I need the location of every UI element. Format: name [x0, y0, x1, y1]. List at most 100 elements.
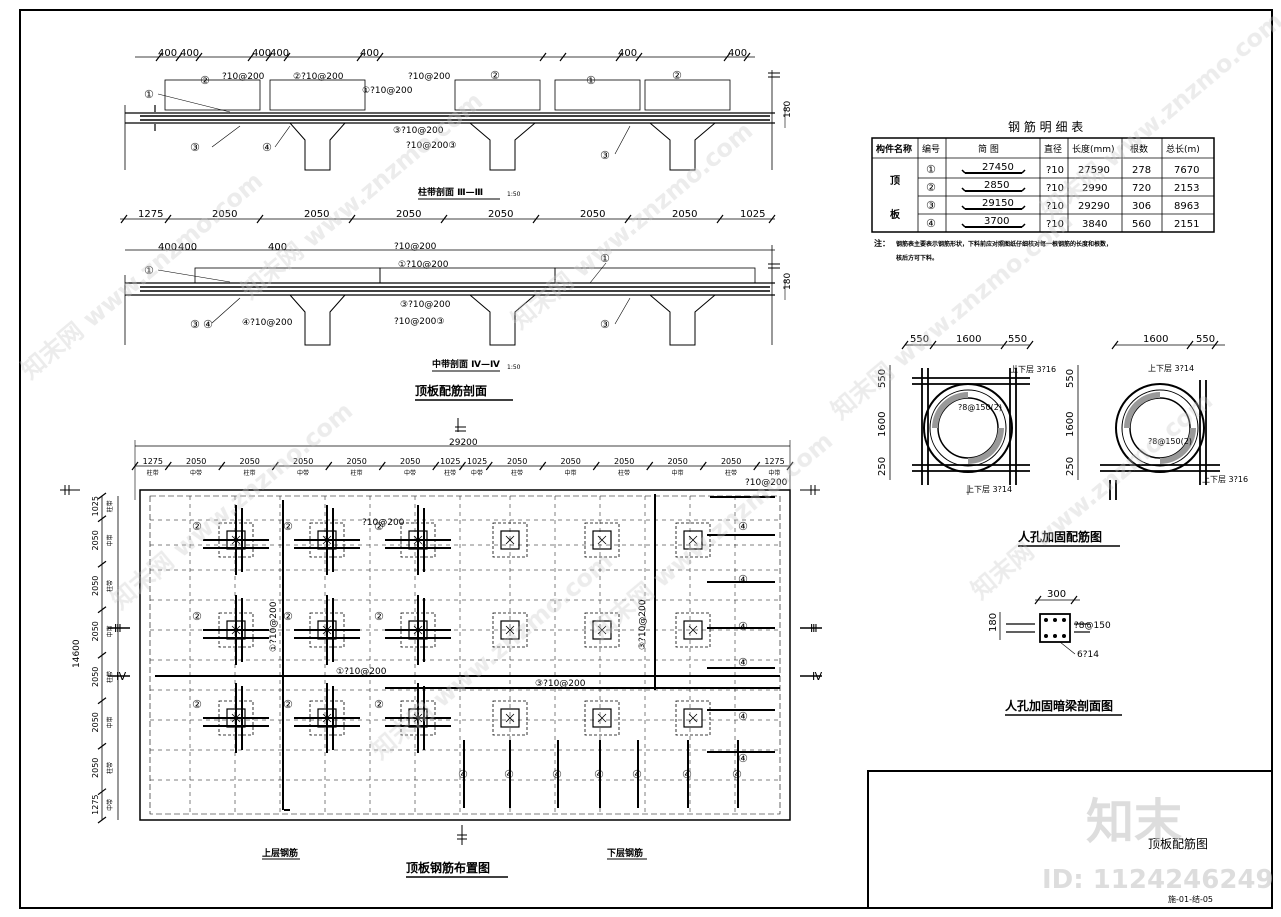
svg-text:?10: ?10 [1046, 219, 1064, 230]
dim-400: 400 [268, 242, 287, 253]
svg-text:278: 278 [1132, 165, 1151, 176]
bar-mark: ② [283, 698, 293, 711]
bar-label: ① [144, 88, 154, 101]
column-capital [675, 612, 711, 648]
section-iii: 400 400 400 400 400 400 400 ① ② ?10@200 … [124, 48, 793, 200]
section-title: 柱带剖面 Ⅲ—Ⅲ [418, 186, 483, 198]
rebar-note: ?8@150(2) [958, 403, 1002, 412]
bar-label: ① [144, 264, 154, 277]
col-header: 直径 [1044, 143, 1062, 155]
svg-text:?10: ?10 [1046, 201, 1064, 212]
watermark-id: ID: 1124246249 [1042, 865, 1274, 895]
bar-label: ?10@200③ [406, 141, 456, 151]
side-span-dim: 2050 [91, 667, 100, 687]
dim-400-d: 400 [270, 48, 289, 59]
strip-label: 柱带 [147, 469, 159, 477]
dim: 1600 [1065, 412, 1076, 437]
strip-label: 中带 [106, 716, 114, 728]
table-row: ① 27450 ?10 27590 278 7670 [926, 162, 1199, 176]
column-capital [675, 522, 711, 558]
span-dim: 2050 [396, 209, 421, 220]
column-capital [492, 522, 528, 558]
table-row: ③ 29150 ?10 29290 306 8963 [926, 198, 1199, 212]
bar-label: ③?10@200 [393, 126, 444, 136]
bar-mark: ④ [738, 752, 748, 765]
dim: 250 [1065, 457, 1076, 476]
rebar-note: 上下层 3?14 [1148, 364, 1194, 373]
bar-mark: ② [192, 610, 202, 623]
beam-height: 180 [988, 613, 999, 632]
svg-text:720: 720 [1132, 183, 1151, 194]
manhole-caption: 人孔加固配筋图 [1018, 529, 1102, 544]
dim-400: 400 [158, 242, 177, 253]
slab-thickness: 180 [783, 101, 793, 118]
span-dim: 2050 [721, 457, 741, 466]
span-dim: 1275 [764, 457, 784, 466]
span-dim: 2050 [672, 209, 697, 220]
bar-label: ① [586, 74, 596, 87]
cut-label: Ⅳ [812, 670, 823, 683]
bar-label: ④ [262, 141, 272, 154]
drawing-frame [19, 9, 1273, 909]
svg-text:②: ② [192, 698, 202, 711]
svg-text:3700: 3700 [984, 216, 1009, 227]
column-capital [492, 612, 528, 648]
stirrup-note: ?8@150 [1074, 621, 1111, 631]
bars-note: 6?14 [1077, 650, 1099, 660]
bar-label: ?10@200 [362, 518, 405, 528]
note-text: 钢筋表主要表示钢筋形状，下料前应对照图纸仔细核对每一根钢筋的长度和根数， [896, 240, 1112, 248]
rebar-table: 钢 筋 明 细 表 构件名称 编号 简 图 直径 长度(mm) 根数 总长(m)… [871, 119, 1215, 262]
watermark-logo: 知末 [1086, 794, 1182, 850]
span-dim: 1025 [440, 457, 460, 466]
svg-text:③: ③ [926, 199, 936, 212]
dim-400-b: 400 [180, 48, 199, 59]
bar-mark: ② [283, 520, 293, 533]
strip-label: 中带 [671, 469, 683, 477]
svg-text:306: 306 [1132, 201, 1151, 212]
bar-label: ② [200, 74, 210, 87]
col-header: 总长(m) [1166, 143, 1200, 155]
bar-label: ?10@200 [394, 242, 437, 252]
bar-mark: ④ [738, 573, 748, 586]
strip-label: 中带 [190, 469, 202, 477]
bar-label: ③ [190, 141, 200, 154]
watermark: 知末 ID: 1124246249 [1042, 794, 1274, 895]
plan-view: 29200 1275柱带2050中带2050柱带2050中带2050柱带2050… [60, 418, 823, 878]
drawing-name: 顶板配筋图 [1148, 836, 1208, 851]
span-dim: 2050 [488, 209, 513, 220]
svg-text:2151: 2151 [1174, 219, 1199, 230]
span-dim: 2050 [580, 209, 605, 220]
column-capital [675, 700, 711, 736]
dim: 250 [877, 457, 888, 476]
section-scale: 1:50 [507, 191, 521, 198]
rebar-note: ?8@150(2) [1148, 437, 1192, 446]
span-dim: 1275 [138, 209, 163, 220]
section-iv: 1275 2050 2050 2050 2050 2050 2050 1025 … [120, 209, 793, 401]
section-caption: 顶板配筋剖面 [415, 383, 487, 398]
bar-mark: ② [192, 698, 202, 711]
bar-mark: ② [283, 610, 293, 623]
svg-text:?10: ?10 [1046, 183, 1064, 194]
svg-text:②: ② [374, 610, 384, 623]
bar-label: ①?10@200 [362, 86, 413, 96]
side-span-dim: 1025 [91, 496, 100, 516]
strip-label: 柱带 [725, 469, 737, 477]
bar-mark: ② [374, 698, 384, 711]
dim: 550 [910, 334, 929, 345]
bar-mark: ④ [458, 768, 468, 781]
svg-text:④: ④ [504, 768, 514, 781]
beam-caption: 人孔加固暗梁剖面图 [1005, 698, 1113, 713]
watermark-site: 知末网 www.znzmo.com [506, 117, 758, 335]
svg-text:④: ④ [738, 710, 748, 723]
dim: 1600 [956, 334, 981, 345]
cut-label: Ⅲ [810, 622, 818, 635]
span-dim: 2050 [400, 457, 420, 466]
svg-text:②: ② [192, 520, 202, 533]
svg-text:②: ② [283, 520, 293, 533]
bar-mark: ④ [504, 768, 514, 781]
svg-text:②: ② [192, 610, 202, 623]
bar-label: ② [672, 69, 682, 82]
svg-text:④: ④ [632, 768, 642, 781]
watermark-site: 知末网 www.znzmo.com [16, 167, 268, 385]
svg-text:④: ④ [738, 520, 748, 533]
